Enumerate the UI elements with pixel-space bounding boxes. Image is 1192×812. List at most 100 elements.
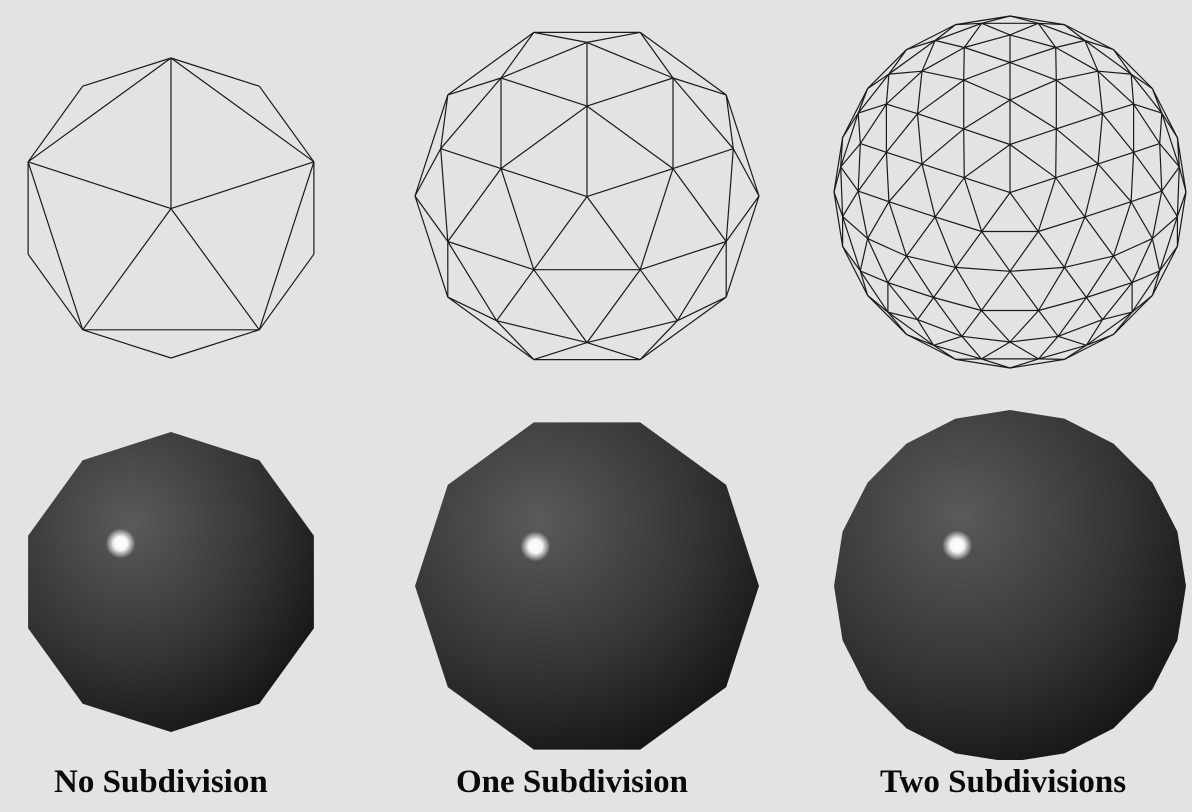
wire-edge xyxy=(859,270,889,313)
wire-edge xyxy=(921,70,964,81)
wire-edge xyxy=(586,77,674,107)
wire-edge xyxy=(440,77,502,150)
wire-edge xyxy=(1009,231,1039,272)
wire-edge xyxy=(447,77,502,96)
shaded-icosphere-2 xyxy=(834,410,1186,760)
wire-edge xyxy=(859,103,887,144)
wire-edge xyxy=(1176,137,1180,167)
wire-edge xyxy=(906,216,936,257)
wire-edge xyxy=(833,191,844,247)
wire-edge xyxy=(842,190,859,217)
wire-edge xyxy=(1130,73,1153,90)
wire-edge xyxy=(857,190,869,239)
wire-edge xyxy=(1009,192,1039,232)
wire-edge xyxy=(640,240,727,271)
wire-edge xyxy=(961,310,982,337)
wire-edge xyxy=(887,282,918,320)
wireframe-icosahedron-0 xyxy=(27,57,315,359)
wire-edge xyxy=(1133,103,1161,144)
wire-edge xyxy=(1086,282,1133,299)
wire-edge xyxy=(1037,231,1065,268)
wire-edge xyxy=(82,329,172,359)
wire-edge xyxy=(1086,333,1114,346)
wire-edge xyxy=(980,270,1011,311)
wire-edge xyxy=(833,137,844,193)
wire-edge xyxy=(906,39,936,51)
wire-edge xyxy=(639,296,727,361)
wire-edge xyxy=(672,148,734,170)
wire-edge xyxy=(885,74,890,105)
wire-edge xyxy=(725,94,734,149)
wire-edge xyxy=(888,49,907,75)
wire-edge xyxy=(1159,113,1163,144)
wire-edge xyxy=(934,22,982,42)
wire-edge xyxy=(833,191,844,217)
wire-edge xyxy=(170,161,315,210)
wire-edge xyxy=(857,151,887,192)
wire-edge xyxy=(1133,151,1163,192)
wire-edge xyxy=(170,329,260,359)
wire-edge xyxy=(496,320,588,344)
wire-edge xyxy=(934,24,956,41)
wire-edge xyxy=(1055,46,1099,72)
specular-highlight xyxy=(105,528,136,559)
wire-edge xyxy=(586,269,641,343)
wire-edge xyxy=(964,34,1011,49)
shaded-body xyxy=(834,410,1186,760)
wire-edge xyxy=(1130,73,1163,114)
wire-edge xyxy=(921,46,965,72)
wire-edge xyxy=(840,112,859,168)
wire-edge xyxy=(1130,74,1135,105)
wire-edge xyxy=(414,195,449,242)
wire-edge xyxy=(1113,294,1153,335)
wire-edge xyxy=(447,31,535,96)
wire-edge xyxy=(1097,113,1104,164)
wire-edge xyxy=(921,163,965,179)
wire-edge xyxy=(447,240,534,271)
wire-edge xyxy=(1057,335,1087,346)
wire-edge xyxy=(27,253,84,331)
wire-edge xyxy=(1102,311,1133,321)
wire-edge xyxy=(1009,177,1056,194)
wire-edge xyxy=(842,88,869,138)
wire-edge xyxy=(934,39,965,49)
wire-edge xyxy=(586,105,674,170)
caption-two-subdivisions: Two Subdivisions xyxy=(880,764,1127,800)
wire-edge xyxy=(933,335,963,346)
wire-edge xyxy=(1009,266,1065,272)
wire-edge xyxy=(1038,216,1086,233)
caption-one-subdivision: One Subdivision xyxy=(456,764,689,800)
wire-edge xyxy=(639,269,678,322)
wire-edge xyxy=(1055,128,1057,178)
wire-edge xyxy=(859,270,869,296)
wire-edge xyxy=(1097,151,1134,165)
wire-edge xyxy=(496,320,535,361)
wire-edge xyxy=(867,49,907,90)
wire-edge xyxy=(672,77,727,96)
wire-edge xyxy=(170,57,315,163)
wire-edge xyxy=(1009,270,1040,311)
wire-edge xyxy=(1159,143,1180,168)
wire-edge xyxy=(533,31,588,43)
wire-edge xyxy=(27,161,172,210)
wire-edge xyxy=(858,103,887,114)
wire-edge xyxy=(886,151,923,165)
wire-edge xyxy=(27,161,84,330)
wire-edge xyxy=(639,32,674,79)
wire-edge xyxy=(859,238,869,272)
wire-edge xyxy=(934,216,982,233)
wire-edge xyxy=(921,163,936,218)
wire-edge xyxy=(414,195,449,298)
wire-edge xyxy=(1113,255,1133,283)
wire-edge xyxy=(170,57,260,87)
wire-edge xyxy=(1161,112,1180,168)
wire-edge xyxy=(963,22,983,48)
wire-edge xyxy=(981,192,1011,232)
wire-edge xyxy=(842,216,861,272)
wire-edge xyxy=(916,113,923,164)
wire-edge xyxy=(586,342,641,361)
wire-edge xyxy=(921,40,936,72)
wire-edge xyxy=(955,231,983,268)
wire-edge xyxy=(906,255,956,268)
shaded-body xyxy=(415,422,759,750)
